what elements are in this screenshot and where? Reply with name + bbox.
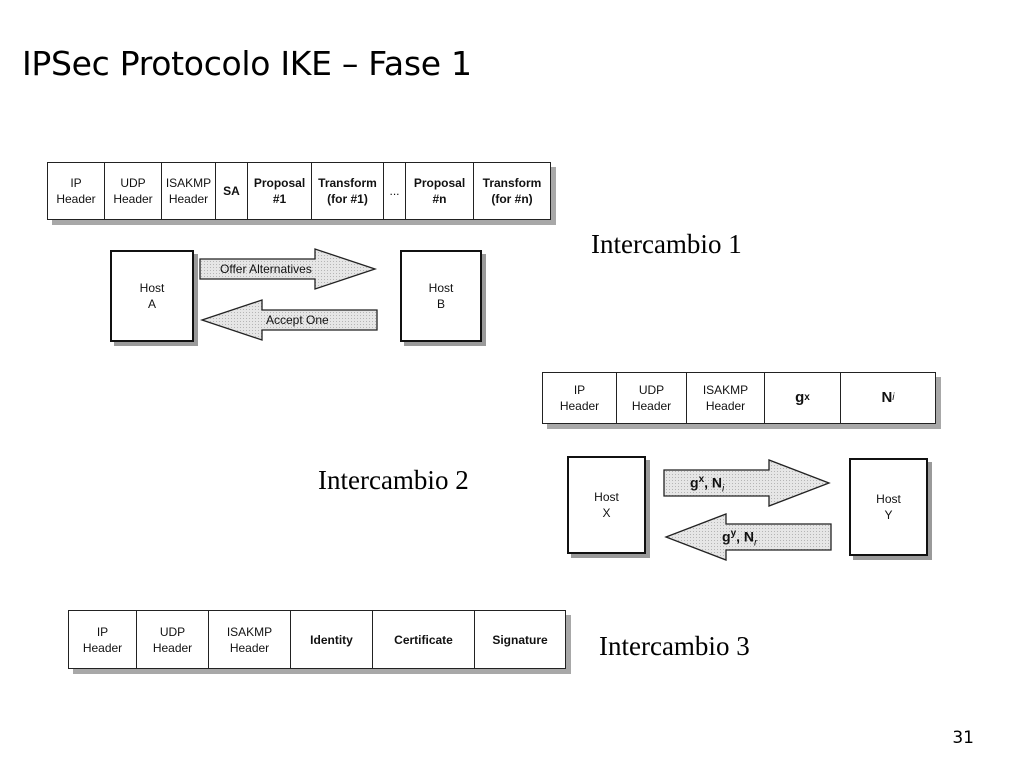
caption-exchange-1: Intercambio 1 [591, 229, 742, 259]
nonce-symbol: , N [736, 528, 755, 545]
packet-field-ellipsis: ... [384, 163, 406, 219]
caption-exchange-2: Intercambio 2 [318, 465, 469, 495]
packet-field-ip-header: IP Header [543, 373, 617, 423]
g-exponent: x [698, 474, 705, 485]
arrow-label-offer-alternatives: Offer Alternatives [220, 262, 312, 276]
packet-field-isakmp-header: ISAKMP Header [687, 373, 765, 423]
packet-field-udp-header: UDP Header [137, 611, 209, 668]
g-symbol: g [690, 474, 699, 491]
arrow-label-accept-one: Accept One [266, 313, 329, 327]
arrow-label-gy-nr: gy, Nr [722, 528, 757, 548]
packet-field-sa: SA [216, 163, 248, 219]
packet-field-isakmp-header: ISAKMP Header [209, 611, 291, 668]
packet-field-transform-n: Transform (for #n) [482, 176, 542, 206]
nonce-symbol: N [881, 389, 893, 406]
slide-title: IPSec Protocolo IKE – Fase 1 [22, 44, 472, 83]
page-number: 31 [952, 728, 974, 748]
host-b: Host B [400, 250, 482, 342]
packet-field-udp-header: UDP Header [617, 373, 687, 423]
host-x: Host X [567, 456, 646, 554]
caption-exchange-3: Intercambio 3 [599, 631, 750, 661]
nonce-symbol: , N [704, 474, 723, 491]
packet-field-ip-header: IP Header [48, 163, 105, 219]
nonce-subscript: r [754, 537, 758, 549]
packet-field-signature: Signature [492, 632, 548, 647]
g-exponent: y [730, 528, 737, 539]
g-exponent: x [804, 392, 810, 403]
packet-field-ip-header: IP Header [69, 611, 137, 668]
packet-exchange-1: IP Header UDP Header ISAKMP Header SA Pr… [47, 162, 551, 220]
packet-exchange-3: IP Header UDP Header ISAKMP Header Ident… [68, 610, 566, 669]
arrow-label-gx-ni: gx, Ni [690, 474, 724, 494]
nonce-subscript: i [722, 483, 725, 495]
packet-field-certificate: Certificate [373, 611, 475, 668]
packet-field-udp-header: UDP Header [105, 163, 162, 219]
packet-field-isakmp-header: ISAKMP Header [162, 163, 216, 219]
arrow-exchange-2-right [663, 459, 831, 507]
g-symbol: g [722, 528, 731, 545]
host-y: Host Y [849, 458, 928, 556]
packet-field-transform-1: Transform (for #1) [312, 163, 384, 219]
packet-field-proposal-n: Proposal #n [406, 163, 474, 219]
packet-field-identity: Identity [291, 611, 373, 668]
host-a: Host A [110, 250, 194, 342]
g-symbol: g [795, 389, 805, 406]
nonce-subscript: i [892, 392, 895, 403]
packet-field-proposal-1: Proposal #1 [248, 163, 312, 219]
